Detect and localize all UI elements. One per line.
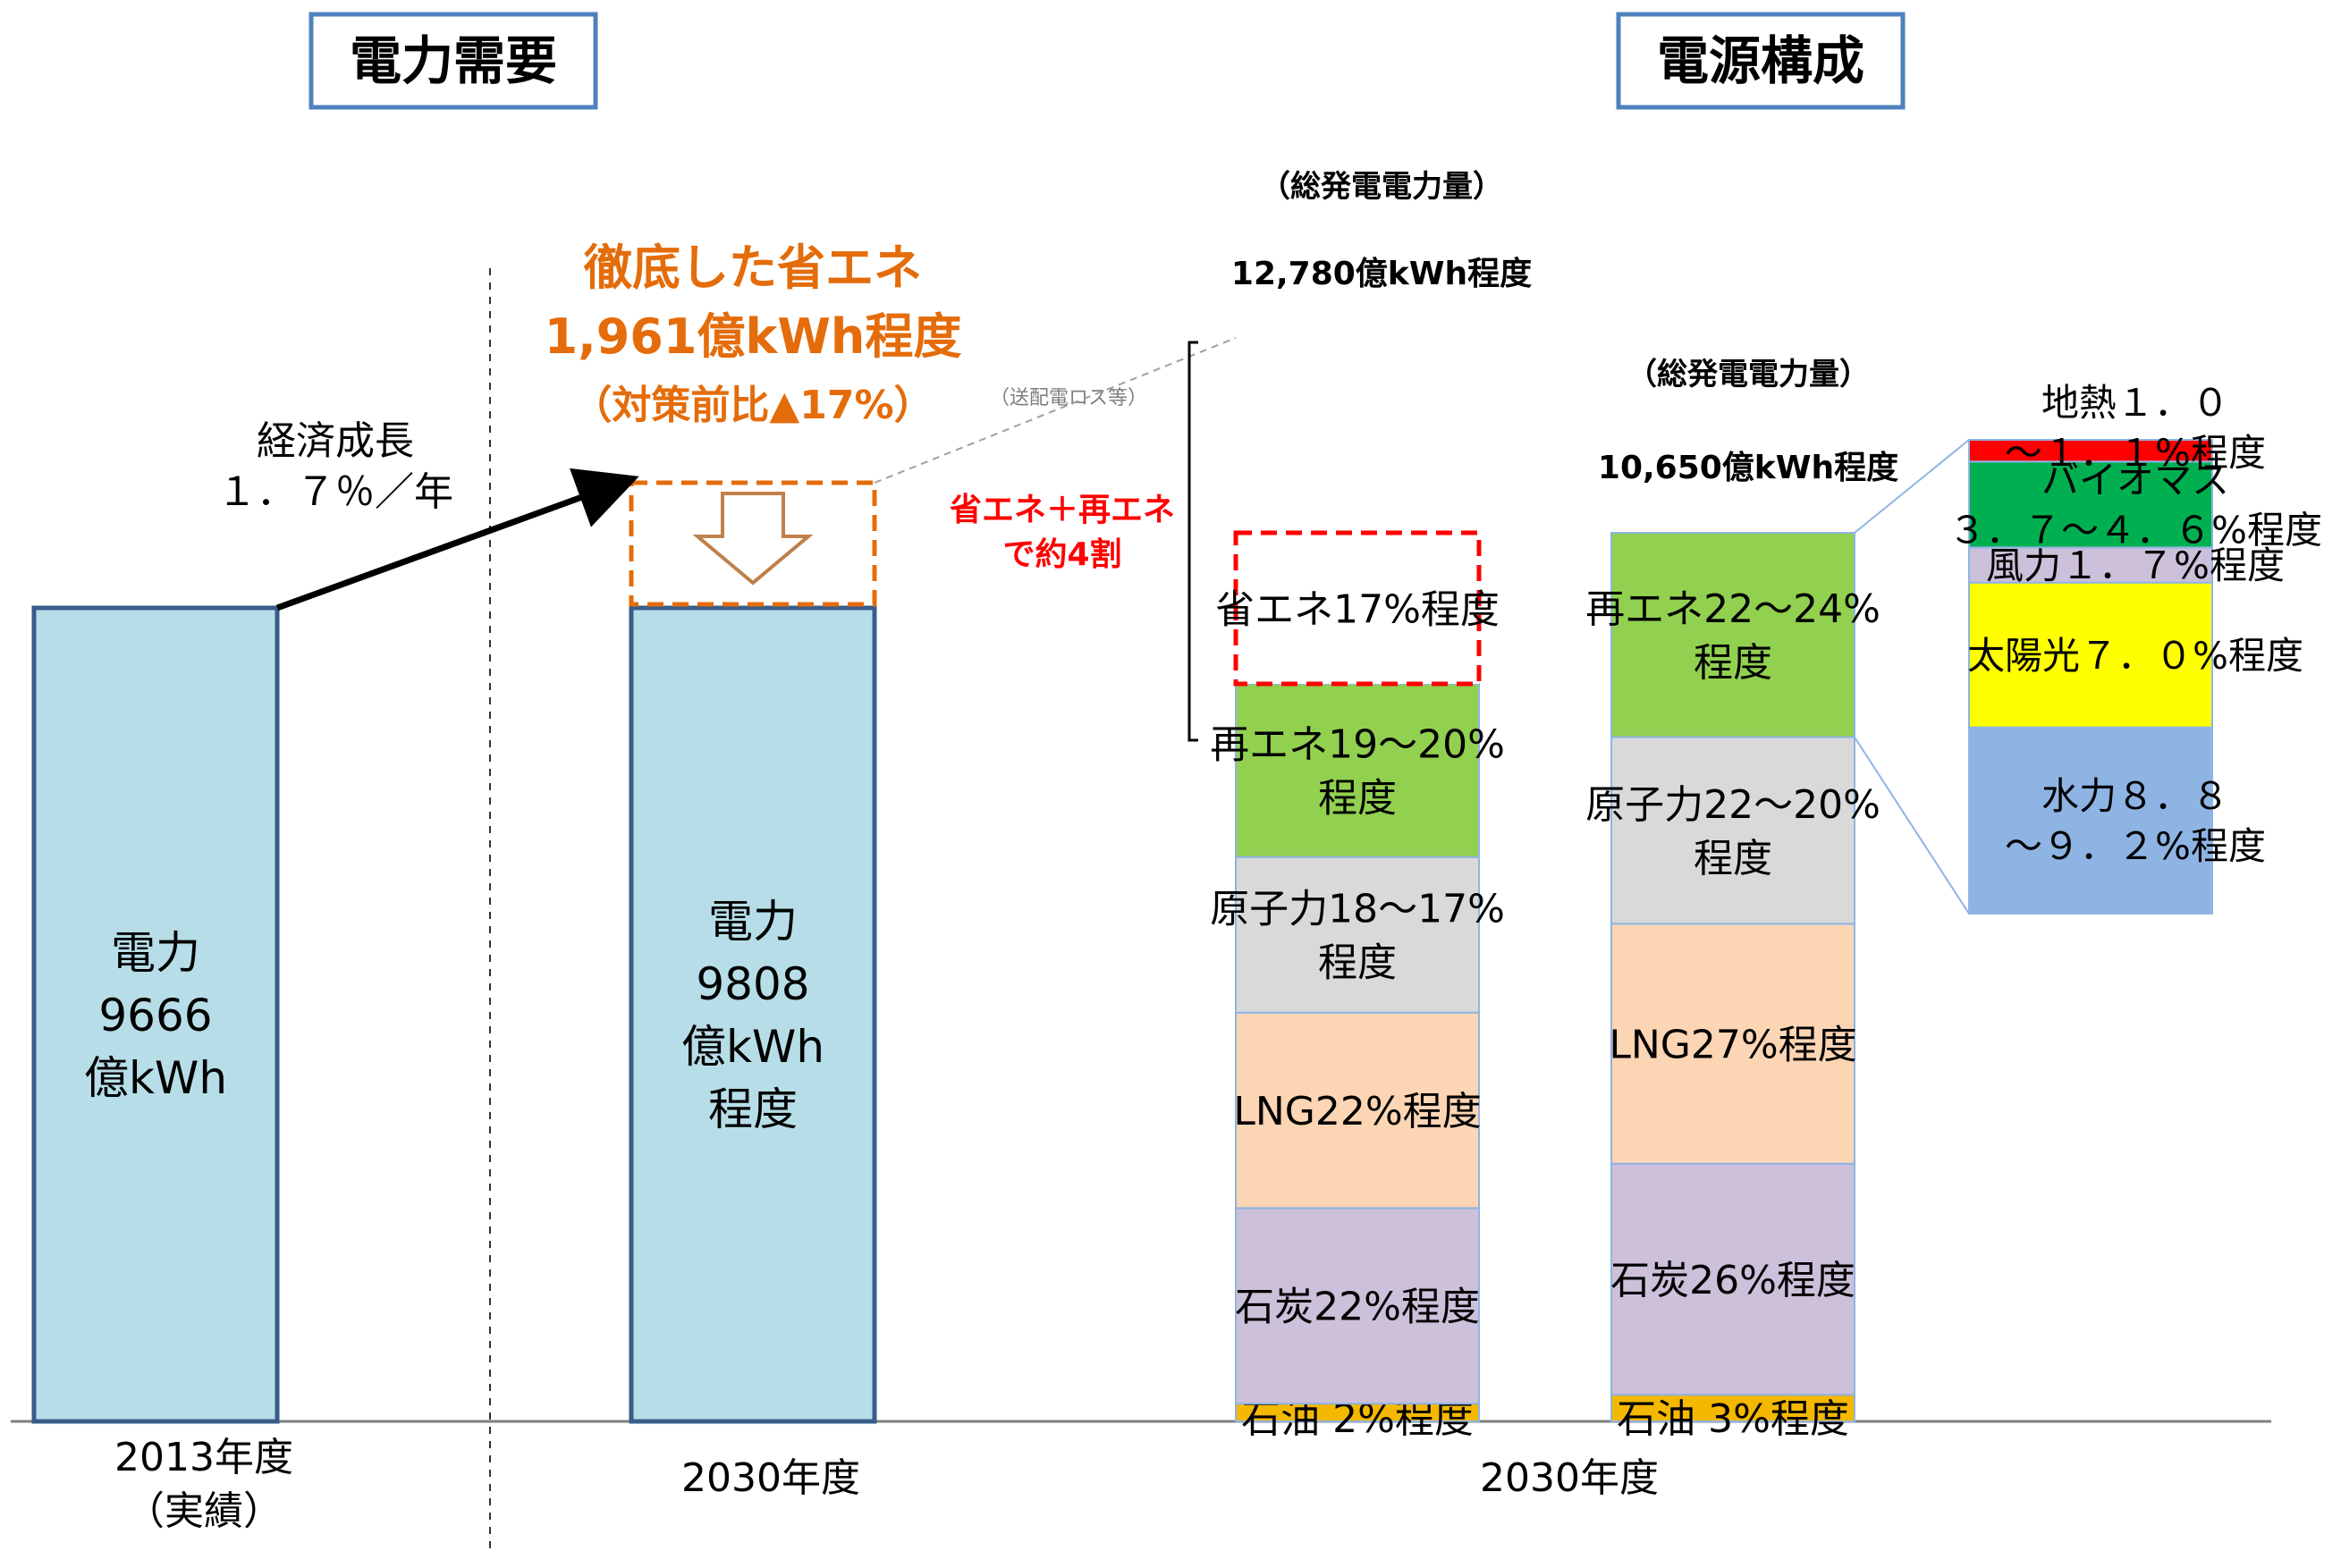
segment-石炭-1: [1610, 1162, 1855, 1396]
segment-再エネ-1: [1610, 532, 1855, 738]
bar-2030-value-line4: 程度: [708, 1083, 798, 1135]
breakdown-太陽光: [1968, 581, 2213, 729]
saving-box: [629, 480, 877, 607]
breakdown-connector-top: [1854, 439, 1970, 534]
supply-header-label: 電源構成: [1657, 30, 1864, 91]
bracket-note-line2: で約4割: [1002, 536, 1121, 573]
label-再エネ-1-line2: 程度: [1694, 640, 1772, 686]
bar-2030-value-line1: 電力: [708, 896, 798, 948]
segment-原子力-1: [1610, 736, 1855, 925]
saving-down-arrow-icon: [692, 492, 814, 586]
growth-label-line1: 経済成長: [257, 418, 414, 464]
cat-2030-demand: 2030年度: [681, 1455, 860, 1501]
label-再エネ-1-line1: 再エネ22～24%: [1585, 586, 1880, 632]
segment-石油-1: [1610, 1394, 1855, 1423]
bar-2013-value-line3: 億kWh: [84, 1052, 227, 1104]
label-原子力-1-line1: 原子力22～20%: [1585, 782, 1880, 828]
breakdown-label-地熱-line1: 地熱１．０: [2041, 381, 2229, 425]
growth-label-line2: １．７％／年: [217, 469, 453, 515]
label-原子力-1-line2: 程度: [1694, 836, 1772, 881]
bar-2013-value-line2: 9666: [98, 990, 212, 1041]
breakdown-label-太陽光-line1: 太陽光７．０%程度: [1967, 634, 2303, 678]
breakdown-風力: [1968, 546, 2213, 584]
breakdown-label-水力-line2: ～９．２%程度: [2005, 824, 2266, 868]
breakdown-水力: [1968, 726, 2213, 915]
bar-2030-value-line2: 9808: [696, 958, 809, 1010]
label-原子力-0-line2: 程度: [1318, 940, 1397, 986]
cat-2013-line1: 2013年度: [114, 1435, 293, 1480]
supply-header: 電源構成: [1616, 12, 1906, 110]
bar-2013-value-line1: 電力: [111, 927, 200, 979]
segment-LNG-1: [1610, 923, 1855, 1165]
breakdown-connector-bottom: [1854, 737, 1970, 915]
label-石油-1-line1: 石油 3%程度: [1617, 1396, 1849, 1442]
stacked-bar-a: 石油 2%程度石炭22%程度LNG22%程度原子力18～17%程度再エネ19～2…: [1210, 530, 1505, 1442]
breakdown-label-水力-line1: 水力８．８: [2041, 774, 2229, 818]
segment-省エネ-0: [1233, 530, 1482, 687]
bracket: [1187, 341, 1198, 742]
demand-bar-2030: [629, 605, 877, 1424]
label-再エネ-0-line1: 再エネ19～20%: [1210, 722, 1505, 768]
label-LNG-0-line1: LNG22%程度: [1233, 1089, 1481, 1134]
demand-header-label: 電力需要: [350, 30, 557, 91]
breakdown-label-バイオマス-line1: バイオマス: [2041, 458, 2229, 502]
label-原子力-0-line1: 原子力18～17%: [1210, 887, 1505, 932]
segment-原子力-0: [1235, 856, 1480, 1014]
bar-2030-value-line3: 億kWh: [681, 1021, 824, 1073]
breakdown-label-風力-line1: 風力１．７%程度: [1986, 544, 2285, 587]
growth-arrow: [275, 468, 639, 611]
total-label-b: （総発電電力量）: [1627, 357, 1870, 392]
total-value-b: 10,650億kWh程度: [1598, 450, 1898, 486]
saving-ratio: （対策前比▲17%）: [572, 383, 933, 428]
total-value-a: 12,780億kWh程度: [1231, 256, 1532, 292]
label-LNG-1-line1: LNG27%程度: [1609, 1022, 1856, 1067]
demand-header: 電力需要: [308, 12, 598, 110]
label-省エネ-0-line1: 省エネ17%程度: [1215, 586, 1500, 632]
bracket-note-line1: 省エネ＋再エネ: [950, 492, 1175, 528]
loss-note: （送配電ロス等）: [990, 387, 1147, 409]
breakdown-地熱: [1968, 439, 2213, 463]
breakdown-label-バイオマス-line2: ３．７～４．６%程度: [1948, 508, 2322, 552]
breakdown-バイオマス: [1968, 460, 2213, 549]
total-label-a: （総発電電力量）: [1260, 169, 1503, 205]
demand-bar-2013: [31, 605, 280, 1424]
saving-connector: [874, 337, 1237, 484]
label-石炭-1-line1: 石炭26%程度: [1610, 1258, 1855, 1303]
label-再エネ-0-line2: 程度: [1318, 776, 1397, 822]
saving-amount: 1,961億kWh程度: [545, 308, 962, 365]
cat-2030-supply: 2030年度: [1480, 1455, 1659, 1501]
segment-再エネ-0: [1235, 682, 1480, 858]
breakdown-label-地熱-line2: ～１．１%程度: [2005, 431, 2266, 475]
cat-2013-line2: （実績）: [125, 1488, 283, 1534]
saving-title: 徹底した省エネ: [583, 240, 922, 296]
label-石炭-0-line1: 石炭22%程度: [1235, 1285, 1480, 1330]
